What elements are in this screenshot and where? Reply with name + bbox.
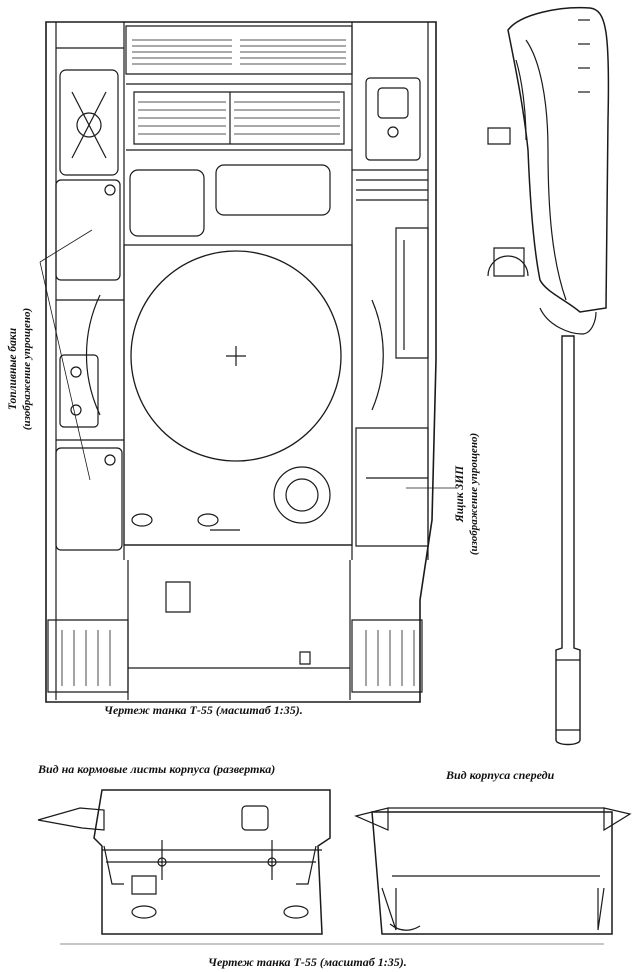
caption-top-view: Чертеж танка Т-55 (масштаб 1:35). (104, 703, 303, 717)
fuel-tanks-note: (изображение упрощено) (21, 307, 33, 431)
leader-lines (40, 230, 458, 488)
label-fuel-tanks: Топливные баки (изображение упрощено) (6, 249, 34, 489)
caption-rear-view: Вид на кормовые листы корпуса (развертка… (38, 762, 276, 776)
zip-box-title: Ящик ЗИП (454, 465, 466, 523)
caption-bottom: Чертеж танка Т-55 (масштаб 1:35). (208, 955, 407, 969)
caption-front-view: Вид корпуса спереди (446, 768, 555, 782)
fuel-tanks-title: Топливные баки (7, 327, 19, 411)
hull-front-view (356, 808, 630, 934)
zip-box-note: (изображение упрощено) (468, 432, 480, 556)
turret-side-view (488, 8, 608, 745)
hull-top-view (46, 22, 436, 702)
label-zip-box: Ящик ЗИП (изображение упрощено) (453, 374, 481, 614)
rear-plates-view (38, 790, 330, 934)
